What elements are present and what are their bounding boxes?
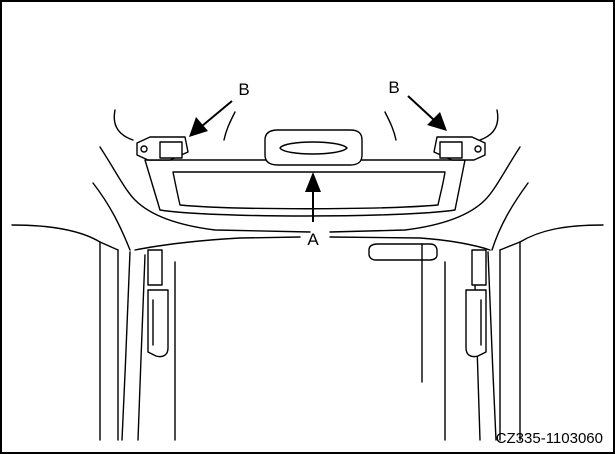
clip-right — [433, 136, 486, 161]
right-pillar — [465, 224, 604, 441]
arrow-b-right — [407, 95, 447, 131]
figure-code: CZ335-1103060 — [496, 430, 603, 447]
rear-window-panel — [144, 159, 466, 217]
label-b-left: B — [238, 80, 249, 99]
arrow-b-left — [189, 100, 233, 137]
label-a: A — [307, 230, 319, 249]
headliner-outline — [92, 109, 529, 251]
room-lamp — [368, 243, 438, 261]
lower-interior — [174, 261, 446, 441]
clip-left — [136, 136, 189, 161]
arrow-a — [305, 172, 321, 222]
label-b-right: B — [388, 78, 399, 97]
left-pillar — [11, 224, 169, 441]
assist-grip-center — [264, 129, 363, 166]
